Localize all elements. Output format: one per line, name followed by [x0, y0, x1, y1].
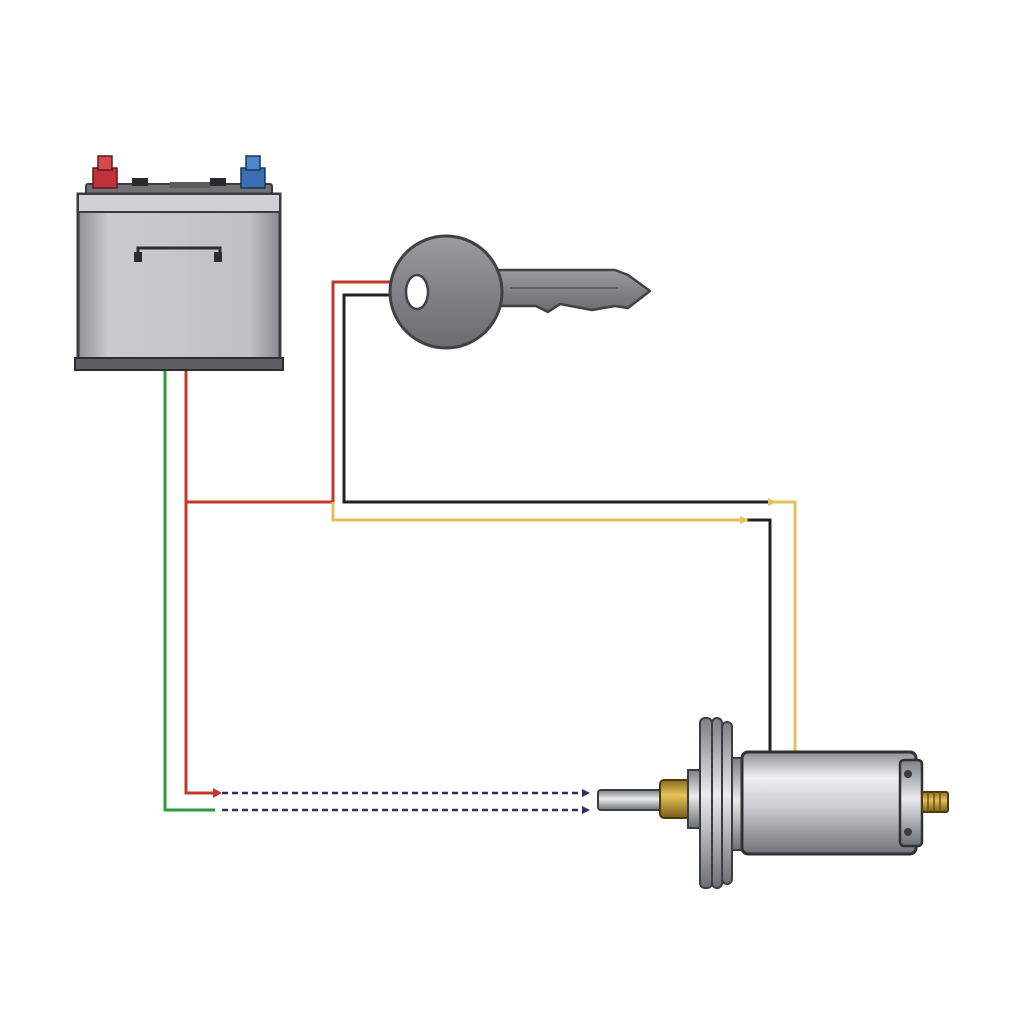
red-wire-branch — [186, 280, 390, 504]
black-wire-drop — [747, 518, 772, 755]
ignition-key-icon — [388, 234, 652, 350]
dashed-arrow-upper — [582, 789, 590, 797]
yellow-wire-arrow-top — [768, 498, 777, 506]
yellow-wire — [331, 502, 745, 522]
starter-motor-icon — [597, 717, 949, 889]
black-wire — [342, 293, 770, 504]
yellow-wire-drop — [770, 500, 797, 752]
car-battery-icon — [74, 155, 284, 371]
dashed-arrow-lower — [582, 806, 590, 814]
wires — [163, 280, 797, 814]
positive-terminal — [92, 155, 118, 189]
negative-terminal — [240, 155, 266, 189]
red-wire-arrow — [213, 788, 222, 798]
green-wire — [163, 368, 215, 812]
yellow-wire-arrow — [740, 516, 749, 524]
red-wire-main — [184, 368, 215, 795]
